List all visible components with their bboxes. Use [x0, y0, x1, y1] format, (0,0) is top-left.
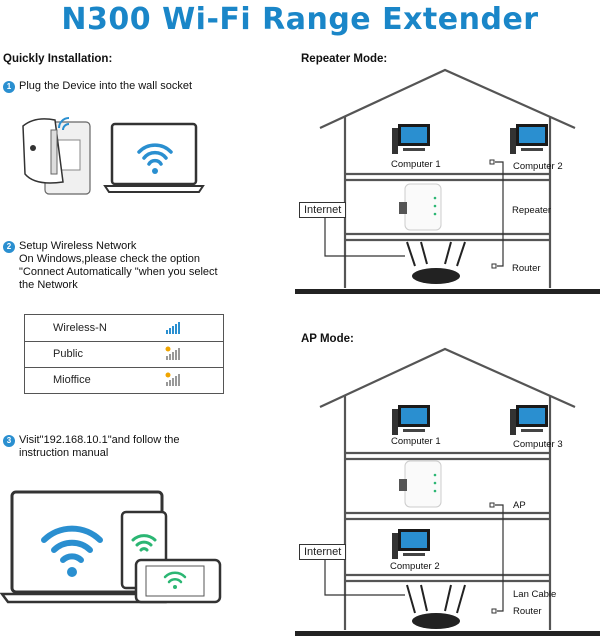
computer-icon [392, 124, 430, 154]
ap-router-label: Router [513, 606, 542, 617]
network-item-wireless-n[interactable]: Wireless-N [25, 315, 223, 342]
network-name: Wireless-N [53, 322, 107, 334]
ap-internet-label: Internet [299, 544, 347, 560]
step-2-number: 2 [3, 241, 15, 253]
install-heading: Quickly Installation: [3, 53, 113, 65]
repeater-router-label: Router [512, 263, 541, 274]
wifi-green-icon [163, 571, 187, 584]
repeater-label: Repeater [512, 205, 552, 216]
router-icon [406, 584, 466, 614]
repeater-mode-heading: Repeater Mode: [301, 53, 388, 65]
network-name: Mioffice [53, 374, 91, 386]
wifi-green-icon [131, 534, 157, 552]
lan-cable-label: Lan Cable [513, 589, 557, 600]
step-3-line-1: Visit"192.168.10.1"and follow the [19, 434, 180, 446]
step-1-text: Plug the Device into the wall socket [19, 80, 193, 92]
computer-icon [392, 529, 430, 559]
computer-icon [510, 124, 548, 154]
ap-label: AP [513, 500, 526, 511]
wifi-small-icon [58, 117, 70, 131]
step-3-number: 3 [3, 435, 15, 447]
signal-icon [166, 322, 180, 334]
ap-house-diagram [295, 347, 600, 636]
ap-mode-heading: AP Mode: [301, 333, 354, 345]
network-name: Public [53, 348, 83, 360]
locked-signal-icon [165, 346, 180, 360]
ap-computer-1-label: Computer 1 [391, 436, 441, 447]
ap-device-icon [399, 460, 442, 508]
laptop-icon [103, 122, 205, 193]
router-icon [406, 241, 466, 267]
repeater-computer-1-label: Computer 1 [391, 159, 441, 170]
roof [319, 68, 576, 130]
devices-illustration [0, 490, 222, 604]
ap-computer-2-label: Computer 2 [390, 561, 440, 572]
repeater-house-diagram [295, 68, 600, 294]
computer-icon [510, 405, 548, 435]
step-1-number: 1 [3, 81, 15, 93]
step-3-line-2: instruction manual [19, 447, 109, 459]
network-item-public[interactable]: Public [25, 341, 223, 368]
phone-icon [134, 558, 222, 604]
step-2-line-2: On Windows,please check the option [19, 253, 200, 265]
wireless-network-list: Wireless-N Public Mioffice [24, 314, 224, 394]
network-item-mioffice[interactable]: Mioffice [25, 367, 223, 393]
wifi-icon [137, 143, 173, 166]
wifi-large-icon [41, 525, 103, 563]
step-2-line-3: "Connect Automatically "when you select [19, 266, 218, 278]
repeater-internet-label: Internet [299, 202, 347, 218]
repeater-device-icon [399, 183, 442, 231]
page-title: N300 Wi-Fi Range Extender [61, 2, 539, 37]
step-2-line-1: Setup Wireless Network [19, 240, 137, 252]
roof [319, 347, 576, 409]
computer-icon [392, 405, 430, 435]
step-2-line-4: the Network [19, 279, 78, 291]
plug-illustration [22, 117, 205, 195]
repeater-computer-2-label: Computer 2 [513, 161, 563, 172]
ap-computer-3-label: Computer 3 [513, 439, 563, 450]
extender-device-icon [22, 118, 64, 184]
locked-signal-icon [165, 372, 180, 386]
